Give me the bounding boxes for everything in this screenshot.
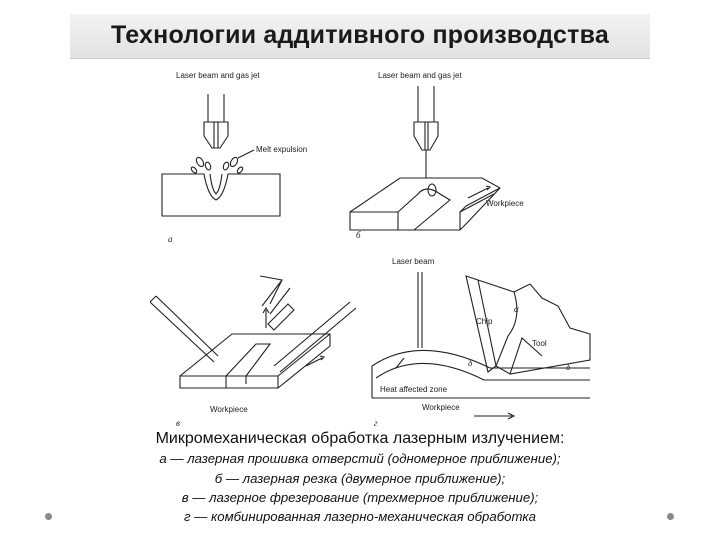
title-bar: Технологии аддитивного производства: [70, 14, 650, 59]
label-v-workpiece: Workpiece: [210, 405, 248, 414]
panel-b-cutting: [349, 86, 501, 231]
label-g-workpiece: Workpiece: [422, 403, 460, 412]
label-a-letter: а: [168, 234, 173, 244]
caption-line-v: в — лазерное фрезерование (трехмерное пр…: [181, 490, 539, 505]
figure-labels: Laser beam and gas jet Melt expulsion а …: [168, 71, 571, 428]
label-chip: Chip: [476, 317, 493, 326]
panel-v-milling: [149, 275, 357, 389]
panel-g-combined: [371, 272, 591, 420]
label-alpha: α: [514, 304, 519, 314]
label-delta-2: δ: [566, 362, 571, 372]
label-b-beam: Laser beam and gas jet: [378, 71, 462, 80]
label-delta-1: δ: [468, 358, 473, 368]
caption-heading: Микромеханическая обработка лазерным изл…: [155, 430, 565, 447]
label-melt-expulsion: Melt expulsion: [256, 145, 307, 154]
label-v-letter: в: [176, 418, 180, 428]
label-g-letter: г: [374, 418, 378, 428]
caption-line-b: б — лазерная резка (двумерное приближени…: [214, 471, 506, 486]
label-tool: Tool: [532, 339, 547, 348]
label-a-beam: Laser beam and gas jet: [176, 71, 260, 80]
caption-line-g: г — комбинированная лазерно-механическая…: [184, 509, 536, 524]
label-g-beam: Laser beam: [392, 257, 435, 266]
label-b-workpiece: Workpiece: [486, 199, 524, 208]
label-heat-affected-zone: Heat affected zone: [380, 385, 448, 394]
right-decorative-dot: [667, 513, 674, 520]
label-b-letter: б: [356, 230, 361, 240]
laser-micromachining-figure: Laser beam and gas jet Melt expulsion а …: [149, 66, 598, 428]
caption-line-a: а — лазерная прошивка отверстий (одномер…: [159, 451, 561, 466]
slide-title: Технологии аддитивного производства: [111, 21, 609, 49]
panel-a-drilling: [161, 94, 281, 217]
figure-drawing: Laser beam and gas jet Melt expulsion а …: [149, 71, 591, 428]
left-decorative-dot: [45, 513, 52, 520]
